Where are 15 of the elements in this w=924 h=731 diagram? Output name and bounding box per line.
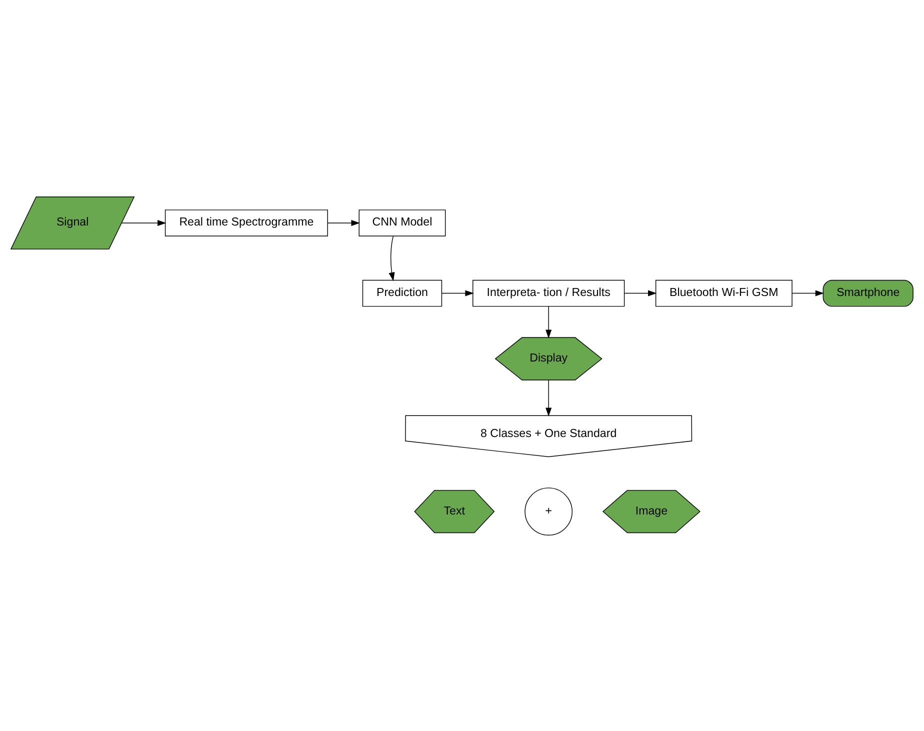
arrow (121, 219, 166, 226)
node-box: Bluetooth Wi-Fi GSM (655, 279, 792, 306)
arrow (546, 305, 552, 338)
arrow (624, 290, 657, 296)
arrow (442, 290, 474, 296)
arrow (327, 219, 360, 226)
arrow (792, 290, 824, 296)
node-box: Prediction (362, 279, 442, 306)
node-box: Smartphone (822, 279, 914, 306)
node-box: Real time Spectrogramme (164, 209, 328, 236)
arrow (388, 235, 395, 281)
node-circle: + (524, 487, 573, 535)
node-box: CNN Model (358, 209, 446, 236)
arrow (546, 379, 552, 416)
node-box: Interpreta- tion / Results (472, 279, 625, 306)
